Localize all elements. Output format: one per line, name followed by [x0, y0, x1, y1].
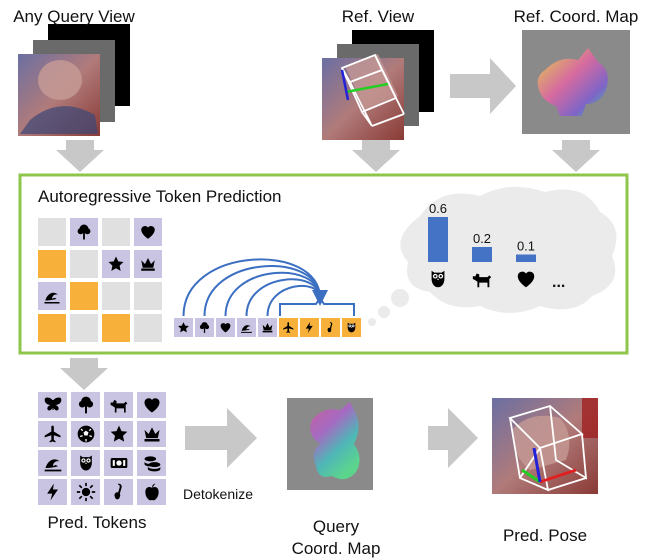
arrow-query-down [56, 140, 104, 172]
probability-label: 0.1 [517, 239, 535, 254]
owl-icon [431, 270, 445, 288]
label-ref-coord-map: Ref. Coord. Map [514, 7, 639, 26]
probability-bar [516, 254, 536, 262]
pred-pose-image [492, 398, 598, 494]
context-token-grid [38, 218, 162, 342]
autoregressive-arcs [182, 258, 328, 317]
grid-cell [70, 250, 98, 278]
grid-cell [70, 314, 98, 342]
grid-cell [102, 218, 130, 246]
ref-view-stack [322, 30, 434, 140]
probability-bars: 0.6 0.2 0.1 [428, 201, 536, 288]
grid-cell [38, 218, 66, 246]
grid-cell [70, 282, 98, 310]
dependency-arc [245, 278, 321, 317]
dependency-arc [224, 271, 321, 317]
label-pred-pose: Pred. Pose [503, 526, 587, 545]
owl-icon [347, 322, 356, 333]
label-any-query-view: Any Query View [13, 7, 135, 26]
dependency-arc [266, 284, 321, 317]
pred-token-grid [38, 392, 166, 505]
arrow-ref-to-coord [450, 58, 516, 114]
label-query-coord-map-line1: Query [313, 517, 360, 536]
money-icon [110, 458, 128, 468]
arrow-ref-down [352, 140, 400, 172]
owl-icon [80, 455, 92, 471]
grid-cell [102, 282, 130, 310]
arrow-box-to-pred-tokens [60, 358, 108, 390]
arrow-to-pose [428, 408, 478, 468]
thought-cloud [368, 186, 617, 326]
ref-coord-map [522, 30, 630, 134]
label-query-coord-map-line2: Coord. Map [292, 539, 381, 558]
section-title: Autoregressive Token Prediction [38, 187, 282, 206]
probability-label: 0.6 [429, 201, 447, 216]
grid-cell [102, 314, 130, 342]
probability-bar [472, 247, 492, 262]
grid-cell [134, 282, 162, 310]
more-tokens-ellipsis: ... [552, 274, 565, 291]
dependency-arc [203, 265, 321, 317]
query-view-stack [18, 24, 130, 136]
probability-label: 0.2 [473, 231, 491, 246]
label-ref-view: Ref. View [342, 7, 415, 26]
predicted-tokens-bracket [279, 296, 355, 316]
label-pred-tokens: Pred. Tokens [48, 513, 147, 532]
grid-cell [134, 314, 162, 342]
probability-bar [428, 217, 448, 262]
token-prediction-box [18, 173, 629, 355]
label-detokenize: Detokenize [183, 486, 253, 502]
arrow-detokenize [185, 408, 257, 468]
arrow-coord-down [552, 140, 600, 172]
token-sequence [174, 318, 361, 337]
grid-cell [38, 250, 66, 278]
soccer-ball-icon [77, 425, 95, 443]
grid-cell [38, 314, 66, 342]
query-coord-map [287, 398, 373, 490]
sun-icon [76, 482, 96, 502]
